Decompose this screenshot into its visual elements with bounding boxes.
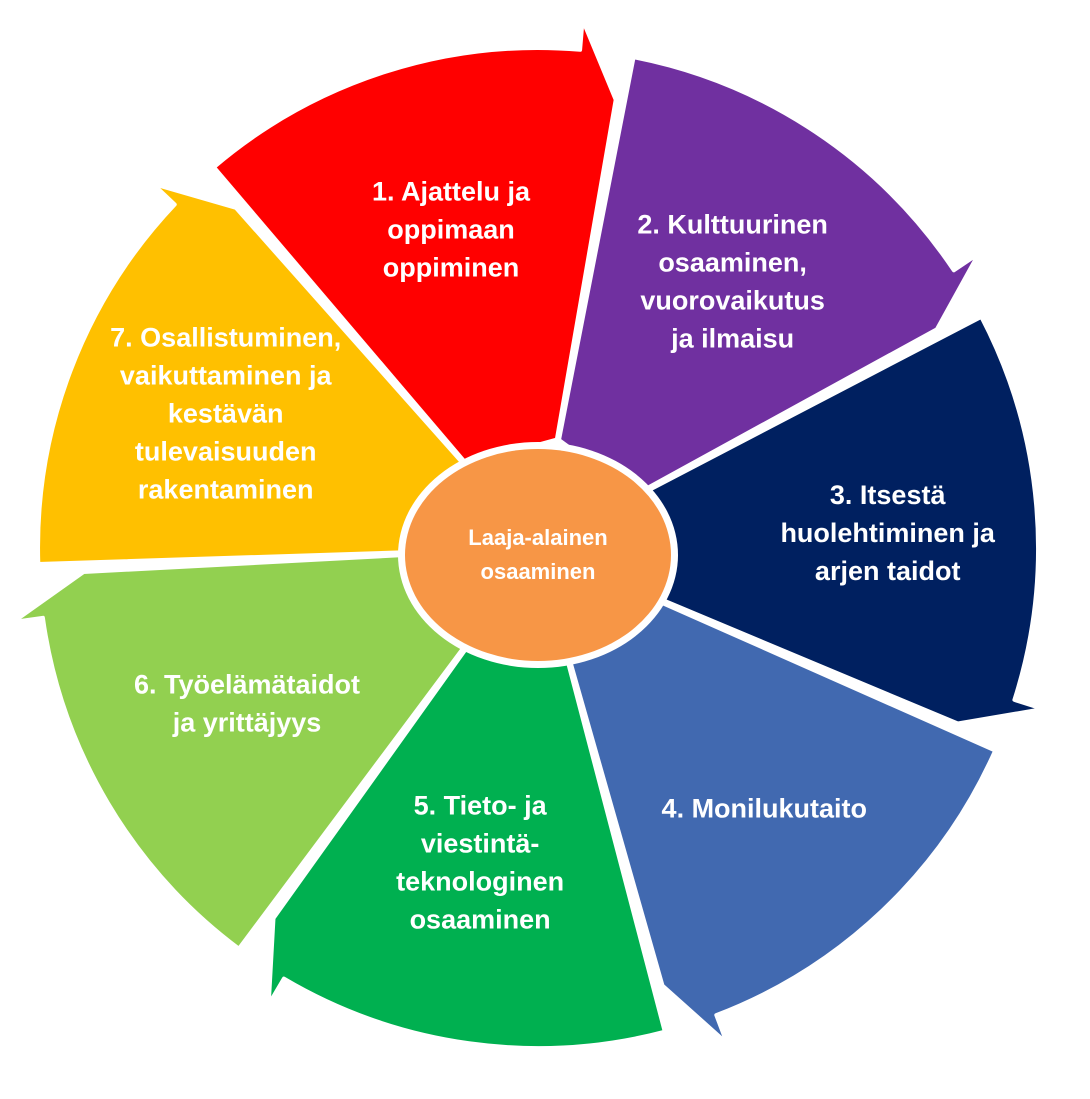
segment-4-wedge: [566, 590, 998, 1046]
segment-5-label: 5. Tieto- ja viestintä-teknologinen osaami…: [396, 791, 564, 935]
hub-label: Laaja-alainen osaaminen: [468, 525, 607, 584]
segment-label-line: 2. Kulttuurinen: [637, 210, 828, 240]
segment-label-line: oppiminen: [383, 253, 520, 283]
segment-group: 1. Ajattelu ja oppimaan oppiminen 2. Kulttu…: [11, 17, 1045, 1051]
segment-label-line: tulevaisuuden: [135, 437, 317, 467]
segment-label-line: 7. Osallistuminen,: [110, 323, 341, 353]
segment-5-wedge: [266, 635, 667, 1051]
segment-label-line: arjen taidot: [815, 556, 961, 586]
segment-label-line: vaikuttaminen ja: [120, 361, 333, 391]
hub-ellipse: [405, 449, 671, 661]
segment-label-line: 5. Tieto- ja: [414, 791, 548, 821]
segment-6-label: 6. Työelämätaidot ja yrittäjyys: [134, 670, 360, 738]
segment-2-label: 2. Kulttuurinen osaaminen, vuorovaikutus ja…: [637, 210, 828, 354]
segment-label-line: 3. Itsestä: [830, 480, 947, 510]
segment-label-line: huolehtiminen ja: [780, 518, 995, 548]
segment-label-line: rakentaminen: [138, 475, 314, 505]
segment-label-line: ja yrittäjyys: [172, 708, 322, 738]
segment-label-line: viestintä-: [421, 829, 540, 859]
segment-label-line: 1. Ajattelu ja: [372, 177, 531, 207]
segment-3-wedge: [633, 314, 1045, 726]
segment-label-line: kestävän: [168, 399, 284, 429]
segment-2-wedge: [557, 55, 981, 498]
segment-label-line: 6. Työelämätaidot: [134, 670, 360, 700]
segment-label-line: osaaminen: [410, 905, 551, 935]
center-hub: Laaja-alainen osaaminen: [398, 442, 678, 668]
segment-label-line: oppimaan: [387, 215, 515, 245]
segment-6-wedge: [11, 551, 475, 951]
segment-label-line: vuorovaikutus: [640, 286, 825, 316]
segment-4-label: 4. Monilukutaito: [662, 793, 868, 823]
segment-label-line: osaaminen,: [658, 248, 807, 278]
segment-7-label: 7. Osallistuminen, vaikuttaminen ja kestäv…: [110, 323, 341, 505]
hub-label-line: osaaminen: [481, 559, 596, 584]
segment-label-line: teknologinen: [396, 867, 564, 897]
segment-1-label: 1. Ajattelu ja oppimaan oppiminen: [372, 177, 531, 283]
segment-1-wedge: [211, 17, 618, 467]
segment-7-wedge: [36, 181, 467, 566]
segment-label-line: 4. Monilukutaito: [662, 793, 868, 823]
segment-label-line: ja ilmaisu: [670, 324, 794, 354]
hub-label-line: Laaja-alainen: [468, 525, 607, 550]
segment-3-label: 3. Itsestä huolehtiminen ja arjen taidot: [780, 480, 995, 586]
